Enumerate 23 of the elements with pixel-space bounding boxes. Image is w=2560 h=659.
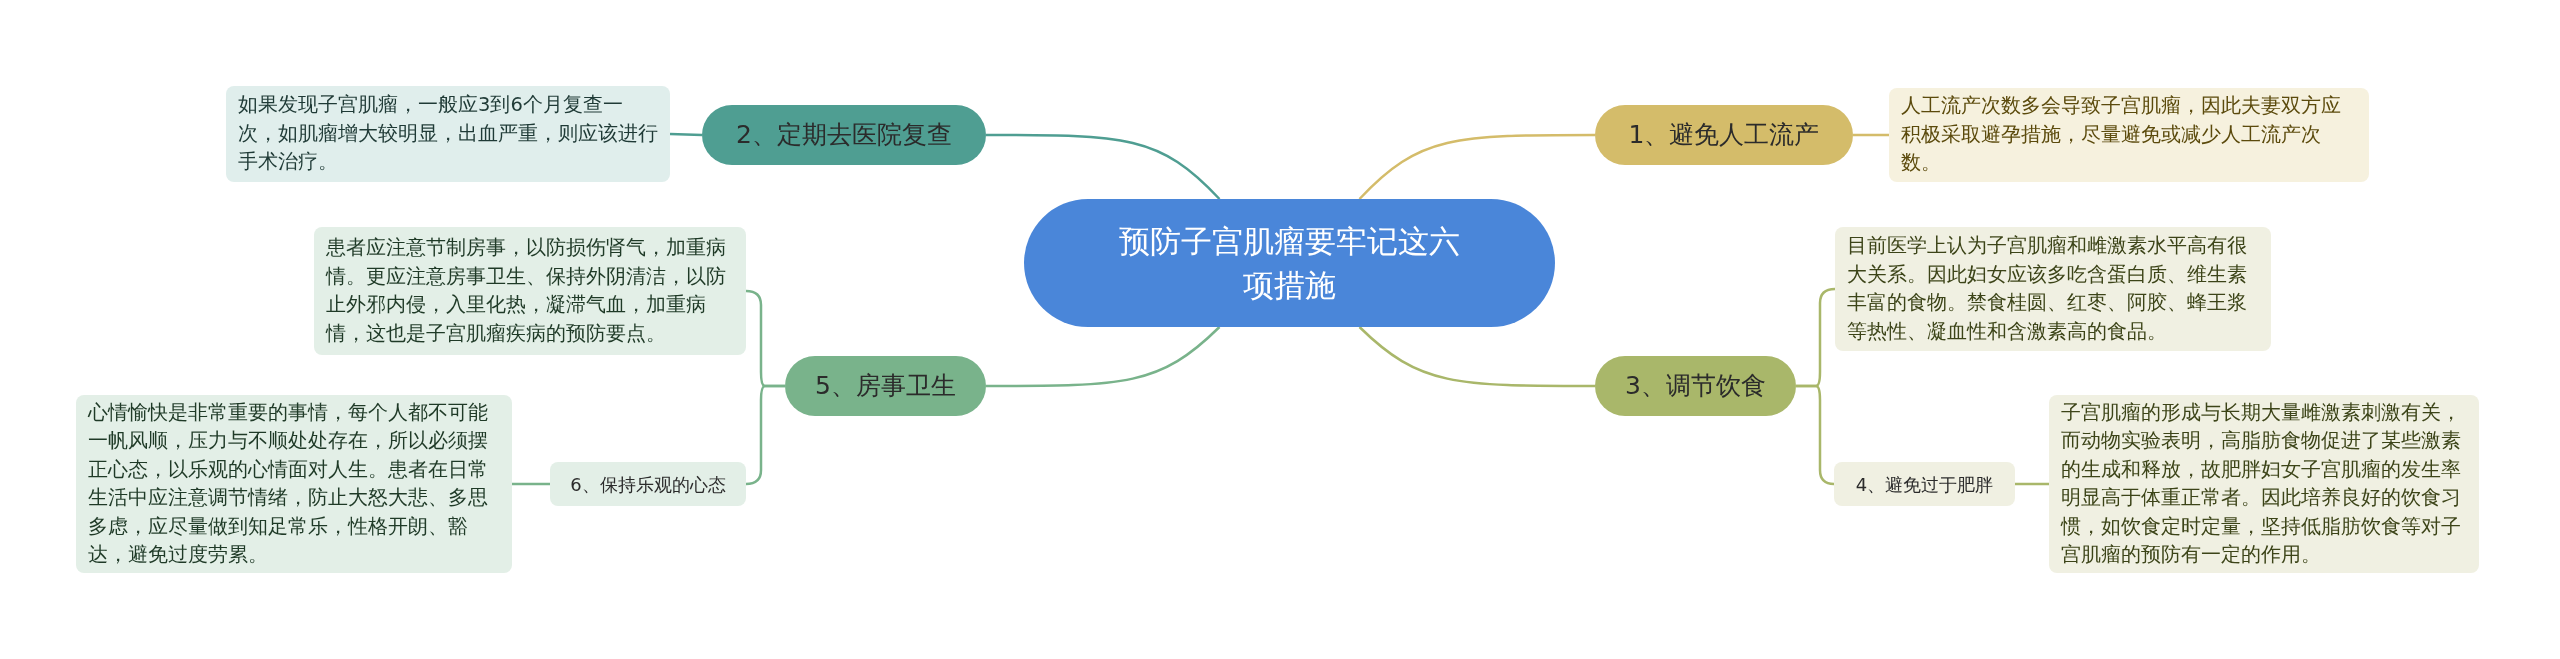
note-card: 患者应注意节制房事，以防损伤肾气，加重病情。更应注意房事卫生、保持外阴清洁，以防止外邪内侵，入里化热，凝滞气血，加重病情，这也是子宫肌瘤疾病的预防要点。: [314, 227, 746, 355]
branch-topic: 3、调节饮食: [1595, 356, 1796, 416]
connector-line: [1796, 384, 1835, 486]
note-card: 人工流产次数多会导致子宫肌瘤，因此夫妻双方应积极采取避孕措施，尽量避免或减少人工流产次数。: [1889, 88, 2369, 182]
connector-line: [1853, 133, 1889, 137]
branch-topic: 2、定期去医院复查: [702, 105, 986, 165]
note-card: 如果发现子宫肌瘤，一般应3到6个月复查一次，如肌瘤增大较明显，出血严重，则应该进行手术治疗。: [226, 86, 670, 182]
connector-line: [669, 132, 703, 137]
connector-line: [1358, 133, 1595, 200]
connector-line: [986, 133, 1221, 200]
connector-line: [2015, 482, 2049, 486]
note-card: 心情愉快是非常重要的事情，每个人都不可能一帆风顺，压力与不顺处处存在，所以必须摆正心态，以乐观的心情面对人生。患者在日常生活中应注意调节情绪，防止大怒大悲、多思多虑，应尽量做到知足常乐，性格开朗、豁达，避免过度劳累。: [76, 395, 512, 573]
branch-topic: 1、避免人工流产: [1595, 105, 1853, 165]
connector-line: [745, 384, 785, 486]
central-topic: 预防子宫肌瘤要牢记这六项措施: [1024, 199, 1555, 327]
branch-topic: 5、房事卫生: [785, 356, 986, 416]
connector-line: [1358, 326, 1595, 388]
note-card: 子宫肌瘤的形成与长期大量雌激素刺激有关，而动物实验表明，高脂肪食物促进了某些激素的生成和释放，故肥胖妇女子宫肌瘤的发生率明显高于体重正常者。因此培养良好的饮食习惯，如饮食定时定量，坚持低脂肪饮食等对子宫肌瘤的预防有一定的作用。: [2049, 395, 2479, 573]
subtopic-label: 4、避免过于肥胖: [1834, 462, 2015, 506]
note-card: 目前医学上认为子宫肌瘤和雌激素水平高有很大关系。因此妇女应该多吃含蛋白质、维生素丰富的食物。禁食桂圆、红枣、阿胶、蜂王浆等热性、凝血性和含激素高的食品。: [1835, 227, 2271, 351]
connector-line: [986, 326, 1221, 388]
connector-line: [512, 482, 550, 486]
subtopic-label: 6、保持乐观的心态: [550, 462, 746, 506]
